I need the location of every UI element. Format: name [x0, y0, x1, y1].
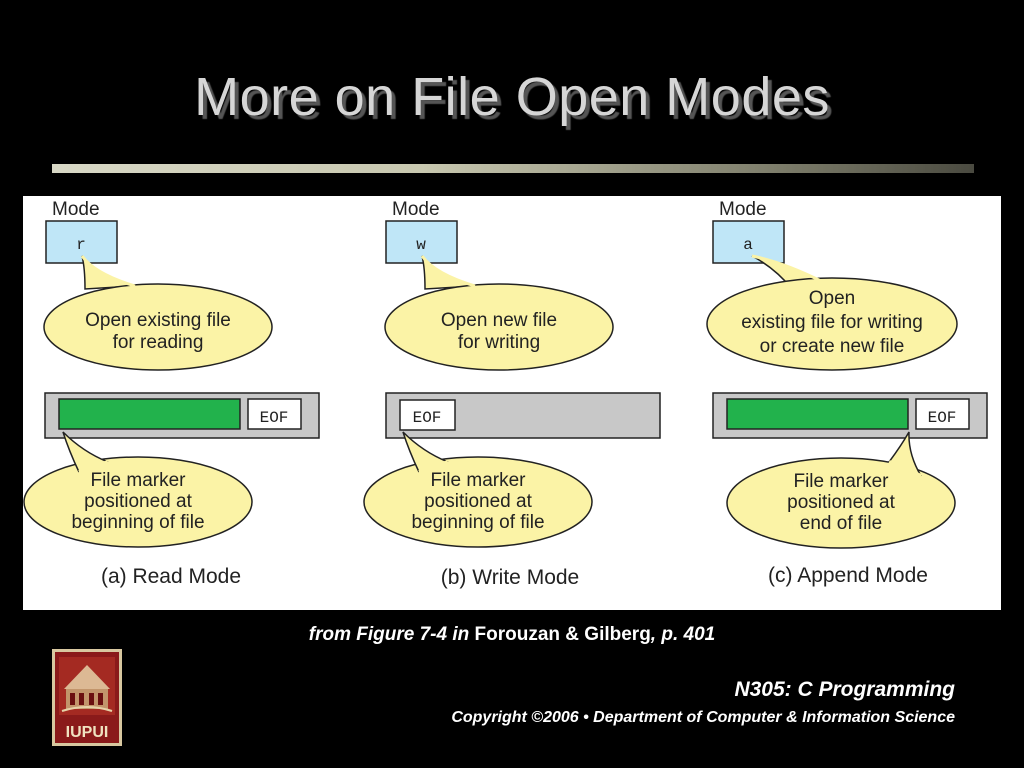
callout-joint: [80, 255, 136, 288]
iupui-logo: IUPUI: [52, 649, 122, 746]
eof-box: [247, 398, 302, 430]
marker-callout-joint: [418, 460, 449, 474]
mode-code: w: [416, 236, 426, 254]
mode-box: [712, 220, 785, 264]
eof-label: EOF: [260, 409, 289, 427]
mode-box: [385, 220, 458, 264]
citation-authors: Forouzan & Gilberg: [474, 624, 651, 645]
marker-description-line-2: positioned at: [787, 492, 895, 513]
copyright-notice: Copyright ©2006 • Department of Computer…: [451, 709, 955, 726]
callout-joint: [420, 255, 476, 288]
mode-label: Mode: [52, 199, 100, 220]
marker-callout-bubble: [726, 457, 956, 549]
course-title: N305: C Programming: [734, 678, 955, 701]
marker-description-line-2: positioned at: [424, 491, 532, 512]
panel-caption: (a) Read Mode: [101, 565, 241, 588]
panel-write-mode: Mode w Open new file for writing EOF Fil…: [363, 199, 661, 589]
citation-prefix: from Figure 7-4 in: [308, 624, 475, 645]
file-contents: [58, 398, 241, 430]
file-modes-diagram: Mode r Open existing file for reading EO…: [23, 199, 988, 589]
callout-bubble: [43, 283, 273, 371]
title-divider: [52, 164, 974, 173]
eof-label: EOF: [928, 409, 957, 427]
figure-citation: from Figure 7-4 in Forouzan & Gilberg, p…: [0, 624, 1024, 646]
callout-bubble: [706, 277, 958, 371]
panel-append-mode: Mode a Open existing file for writing or…: [706, 199, 988, 587]
eof-box: [915, 398, 970, 430]
callout-bubble: [384, 283, 614, 371]
marker-callout-pointer: [402, 431, 449, 473]
panel-read-mode: Mode r Open existing file for reading EO…: [23, 199, 320, 588]
open-description-line-1: Open existing file: [85, 310, 231, 331]
marker-description-line-3: beginning of file: [71, 512, 204, 533]
marker-description-line-1: File marker: [430, 470, 526, 491]
mode-code: a: [743, 236, 753, 254]
callout-joint: [751, 254, 824, 284]
citation-suffix: , p. 401: [650, 624, 716, 645]
marker-description-line-1: File marker: [793, 471, 889, 492]
mode-code: r: [76, 236, 86, 254]
open-description-line-2: existing file for writing: [741, 312, 923, 333]
marker-description-line-2: positioned at: [84, 491, 192, 512]
marker-description-line-1: File marker: [90, 470, 186, 491]
marker-description-line-3: beginning of file: [411, 512, 544, 533]
marker-callout-joint: [888, 460, 922, 478]
marker-callout-bubble: [23, 456, 253, 548]
panel-caption: (c) Append Mode: [768, 564, 928, 587]
mode-label: Mode: [392, 199, 440, 220]
open-description-line-2: for writing: [458, 332, 540, 353]
marker-description-line-3: end of file: [800, 513, 882, 534]
mode-label: Mode: [719, 199, 767, 220]
iupui-logo-graphic: IUPUI: [52, 649, 122, 746]
panel-caption: (b) Write Mode: [441, 566, 579, 589]
marker-callout-joint: [78, 460, 109, 474]
open-description-line-3: or create new file: [760, 336, 905, 357]
file-contents: [726, 398, 909, 430]
slide-title: More on File Open Modes: [194, 67, 830, 127]
open-description-line-1: Open: [809, 288, 855, 309]
marker-callout-pointer: [62, 431, 109, 473]
open-description-line-1: Open new file: [441, 310, 557, 331]
open-description-line-2: for reading: [113, 332, 204, 353]
logo-text: IUPUI: [66, 724, 109, 741]
eof-box: [399, 399, 456, 431]
mode-box: [45, 220, 118, 264]
eof-label: EOF: [413, 409, 442, 427]
figure-panel: Mode r Open existing file for reading EO…: [23, 196, 1001, 610]
marker-callout-bubble: [363, 456, 593, 548]
